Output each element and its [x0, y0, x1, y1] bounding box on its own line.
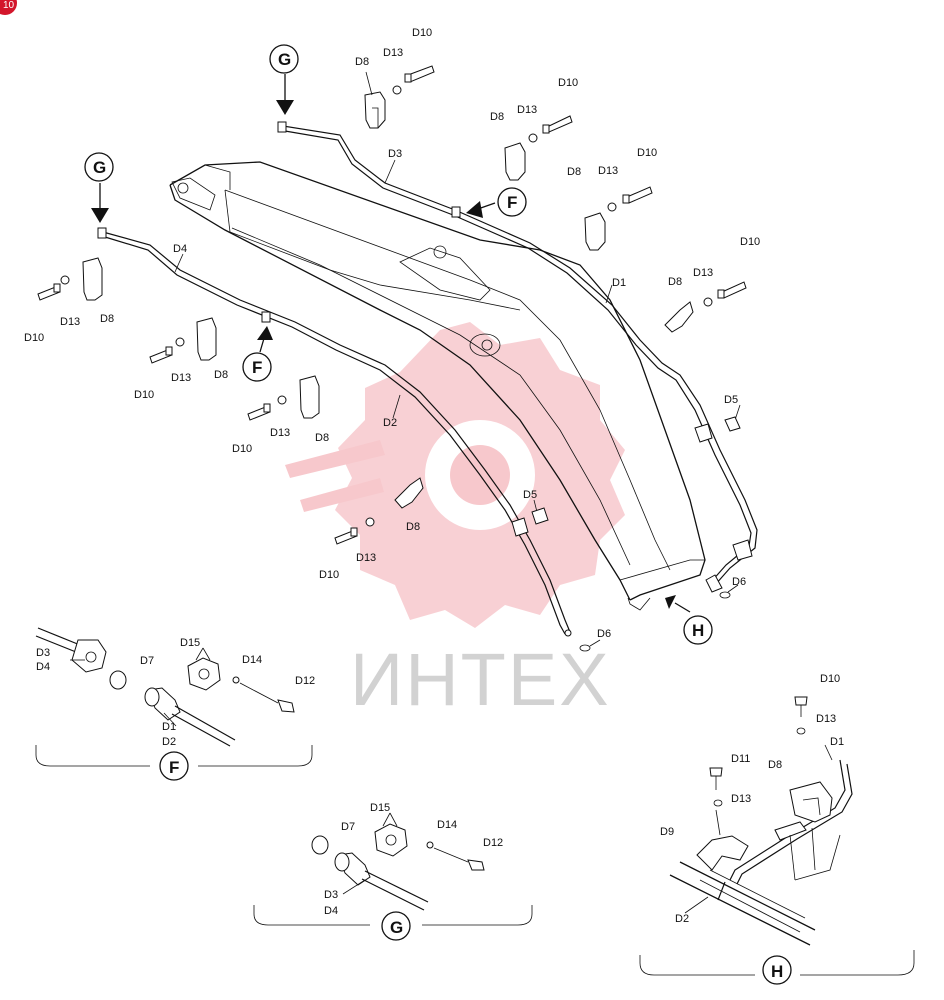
detail-h: H D10 D13 D1 D8 D11 D13 D9 D2 [639, 673, 915, 985]
detail-h-label-d10: D10 [820, 673, 840, 685]
pipe-d4 [102, 231, 571, 633]
fitting-d5-lower [531, 507, 549, 525]
joint-f-upper [451, 206, 461, 218]
callout-h-letter: H [692, 621, 704, 640]
callout-f-lower-letter: F [252, 358, 262, 377]
main-labels: D10 D13 D8 D3 D10 D13 D8 D10 D13 D8 D10 … [24, 27, 760, 640]
detail-g-letter: G [390, 918, 403, 937]
clamp-group-5 [37, 257, 103, 301]
label-d10: D10 [740, 236, 760, 248]
label-d10: D10 [412, 27, 432, 39]
detail-f: F D3 D4 D7 D15 D14 D12 D1 D2 [35, 627, 315, 781]
arrow-h [665, 595, 691, 613]
label-d8: D8 [355, 56, 369, 68]
detail-f-letter: F [169, 758, 179, 777]
detail-f-label-d12: D12 [295, 675, 315, 687]
clamp-group-1 [364, 65, 435, 129]
callout-f-lower: F [242, 352, 272, 382]
label-d8: D8 [490, 111, 504, 123]
label-d5: D5 [523, 489, 537, 501]
label-d13: D13 [383, 47, 403, 59]
detail-f-label-d15: D15 [180, 637, 200, 649]
label-d8: D8 [406, 521, 420, 533]
label-d2: D2 [383, 417, 397, 429]
detail-h-label-d13: D13 [816, 713, 836, 725]
detail-h-label-d11: D11 [731, 753, 750, 765]
clamp-group-2 [504, 115, 573, 181]
arrow-g-lower [91, 183, 109, 223]
label-d8: D8 [100, 313, 114, 325]
detail-h-label-d13: D13 [731, 793, 751, 805]
arrow-f-lower [257, 326, 273, 353]
label-d4: D4 [173, 243, 187, 255]
detail-f-label-d4: D4 [36, 661, 50, 673]
detail-h-label-d8: D8 [768, 759, 782, 771]
detail-g-label-d7: D7 [341, 821, 355, 833]
detail-h-label-d1: D1 [830, 736, 844, 748]
label-d10: D10 [134, 389, 154, 401]
label-d13: D13 [171, 372, 191, 384]
label-d10: D10 [637, 147, 657, 159]
arrow-g-upper [276, 74, 294, 115]
callout-g-upper-letter: G [278, 50, 291, 69]
clamp-group-7 [247, 375, 320, 421]
page-badge: 10 [0, 0, 17, 15]
clamp-group-8 [334, 477, 424, 545]
label-d6: D6 [732, 576, 746, 588]
label-d5: D5 [724, 394, 738, 406]
label-d13: D13 [356, 552, 376, 564]
label-d13: D13 [693, 267, 713, 279]
callout-g-lower-letter: G [93, 158, 106, 177]
joint-f-lower [261, 311, 271, 323]
detail-g-label-d4: D4 [324, 905, 338, 917]
detail-g-label-d3: D3 [324, 889, 338, 901]
detail-g: G D7 D15 D14 D12 D3 D4 [253, 802, 533, 941]
label-d10: D10 [558, 77, 578, 89]
label-d6: D6 [597, 628, 611, 640]
detail-h-letter: H [771, 962, 783, 981]
detail-f-label-d7: D7 [140, 655, 154, 667]
arrow-f-upper [466, 201, 496, 218]
pipe-end-g-upper [277, 121, 287, 133]
label-d8: D8 [214, 369, 228, 381]
watermark-text: ИНТЕХ [350, 638, 611, 721]
label-d1: D1 [612, 277, 626, 289]
callout-h: H [683, 615, 713, 645]
pipe-end-g-lower [97, 227, 107, 239]
callout-f-upper: F [497, 187, 527, 217]
detail-f-label-d14: D14 [242, 654, 262, 666]
clamp-group-3 [584, 186, 653, 251]
clamp-group-6 [149, 317, 217, 364]
detail-h-label-d2: D2 [675, 913, 689, 925]
label-d8: D8 [315, 432, 329, 444]
detail-f-label-d2: D2 [162, 736, 176, 748]
detail-h-label-d9: D9 [660, 826, 674, 838]
pipe-d3 [282, 125, 758, 586]
detail-g-label-d15: D15 [370, 802, 390, 814]
label-d10: D10 [24, 332, 44, 344]
label-d13: D13 [598, 165, 618, 177]
detail-g-label-d12: D12 [483, 837, 503, 849]
page-badge-number: 10 [3, 0, 15, 11]
label-d13: D13 [517, 104, 537, 116]
boom-assembly [169, 161, 706, 611]
label-d13: D13 [60, 316, 80, 328]
label-d10: D10 [319, 569, 339, 581]
detail-f-label-d3: D3 [36, 647, 50, 659]
detail-f-label-d1: D1 [162, 721, 176, 733]
label-d3: D3 [388, 148, 402, 160]
watermark-gear-icon [285, 322, 625, 628]
label-d8: D8 [668, 276, 682, 288]
callout-f-upper-letter: F [507, 193, 517, 212]
callout-g-upper: G [269, 44, 299, 74]
detail-g-label-d14: D14 [437, 819, 457, 831]
label-d13: D13 [270, 427, 290, 439]
fitting-d5-upper [724, 416, 741, 432]
label-d8: D8 [567, 166, 581, 178]
clamp-group-4 [664, 281, 747, 333]
callout-g-lower: G [84, 152, 114, 182]
label-d10: D10 [232, 443, 252, 455]
